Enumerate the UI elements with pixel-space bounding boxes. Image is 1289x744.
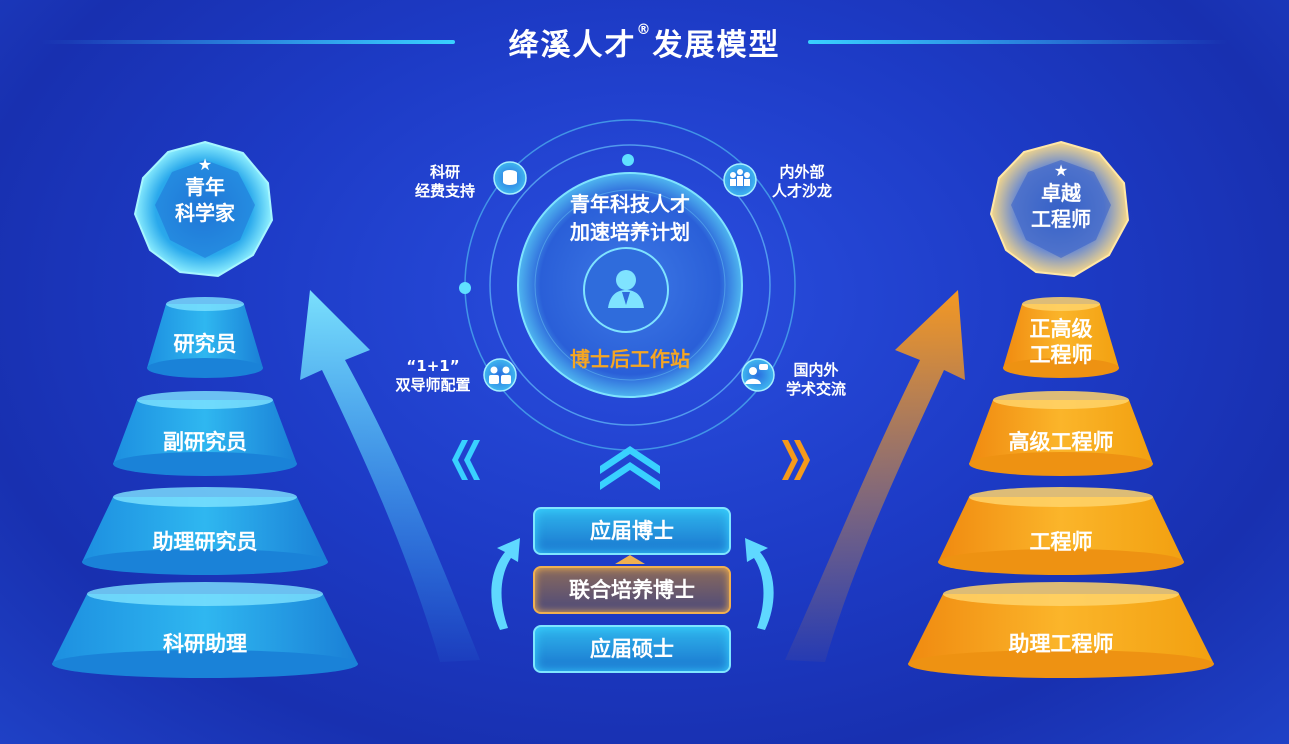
left-tier-3-top xyxy=(113,487,297,507)
left-tier-1-shape xyxy=(147,304,263,368)
coin-icon xyxy=(503,170,517,185)
right-tier-4-label: 助理工程师 xyxy=(1008,632,1114,656)
title-line-left xyxy=(40,40,455,44)
center-title-line2: 加速培养计划 xyxy=(570,220,690,244)
user-chat-icon xyxy=(745,364,768,384)
center-title: 青年科技人才 加速培养计划 xyxy=(520,190,740,246)
person-icon xyxy=(608,270,644,308)
mentor-icon-disc xyxy=(483,358,517,392)
left-tier-3-shape xyxy=(82,497,328,562)
right-gem-line2: 工程师 xyxy=(1031,207,1091,231)
fresh-master-box: 应届硕士 xyxy=(533,625,731,673)
user-pair-icon xyxy=(489,366,511,384)
postdoc-station-label: 博士后工作站 xyxy=(570,347,690,371)
joint-phd-box: 联合培养博士 xyxy=(533,566,731,614)
left-gem-line2: 科学家 xyxy=(175,201,235,225)
left-tier-1-label: 研究员 xyxy=(173,332,237,356)
left-tier-4-label: 科研助理 xyxy=(163,632,247,656)
funding-icon-disc xyxy=(493,161,527,195)
left-gem-label: ★ 青年 科学家 xyxy=(145,156,265,226)
right-growth-arrow xyxy=(785,290,965,662)
salon-icon-disc xyxy=(723,163,757,197)
right-tier-3-shape xyxy=(938,497,1184,562)
right-tier-4-bottom xyxy=(908,650,1214,678)
chevron-left-icon xyxy=(452,440,480,480)
right-tier-2-shape xyxy=(969,400,1153,464)
left-tier-1-top xyxy=(166,297,244,311)
chevron-right-icon xyxy=(782,440,810,480)
right-tier-1-bottom xyxy=(1003,358,1119,378)
orbit-dot-left xyxy=(459,282,471,294)
right-pyramid xyxy=(908,297,1214,678)
left-tier-2-shape xyxy=(113,400,297,464)
left-pyramid xyxy=(52,297,358,678)
right-tier-2-bottom xyxy=(969,452,1153,476)
right-tier-3-top xyxy=(969,487,1153,507)
orbit-dot-top xyxy=(622,154,634,166)
stack-connector xyxy=(615,555,645,564)
right-tier-3-bottom xyxy=(938,549,1184,575)
right-tier-1-line1: 正高级 xyxy=(1029,317,1093,341)
left-tier-2-top xyxy=(137,391,273,409)
right-tier-1-label: 正高级 工程师 xyxy=(996,316,1126,368)
center-orbit xyxy=(459,119,796,451)
chevron-up-icon xyxy=(600,446,660,490)
title-main: 绛溪人才 xyxy=(508,28,637,63)
center-title-line1: 青年科技人才 xyxy=(570,192,690,216)
right-tier-2-label: 高级工程师 xyxy=(1008,430,1114,454)
left-tier-4-shape xyxy=(52,594,358,664)
left-tier-3-label: 助理研究员 xyxy=(152,530,258,554)
registered-mark: ® xyxy=(636,22,653,38)
salon-label: 内外部 人才沙龙 xyxy=(771,163,832,200)
exchange-icon-disc xyxy=(741,358,775,392)
right-tier-1-top xyxy=(1022,297,1100,311)
left-gem-line1: 青年 xyxy=(185,175,225,199)
right-tier-3-label: 工程师 xyxy=(1029,530,1093,554)
left-tier-4-bottom xyxy=(52,650,358,678)
page-title: 绛溪人才®发展模型 xyxy=(0,20,1289,64)
star-icon: ★ xyxy=(1053,161,1069,180)
title-suffix: 发展模型 xyxy=(652,28,781,63)
right-gem-label: ★ 卓越 工程师 xyxy=(1001,162,1121,232)
left-tier-1-bottom xyxy=(147,358,263,378)
exchange-label: 国内外 学术交流 xyxy=(785,361,846,398)
fresh-phd-box: 应届博士 xyxy=(533,507,731,555)
left-tier-4-top xyxy=(87,582,323,606)
mentor-label: “1+1” 双导师配置 xyxy=(395,357,471,394)
title-line-right xyxy=(808,40,1228,44)
funding-label: 科研 经费支持 xyxy=(414,163,475,200)
right-tier-2-top xyxy=(993,391,1129,409)
left-growth-arrow xyxy=(300,290,480,662)
right-small-arrow xyxy=(745,538,774,630)
left-small-arrow xyxy=(491,538,520,630)
right-tier-4-shape xyxy=(908,594,1214,664)
left-tier-2-label: 副研究员 xyxy=(163,430,247,454)
left-gem xyxy=(133,140,274,278)
right-tier-4-top xyxy=(943,582,1179,606)
star-icon: ★ xyxy=(197,155,213,174)
people-group-icon xyxy=(730,169,750,186)
left-tier-2-bottom xyxy=(113,452,297,476)
right-gem-line1: 卓越 xyxy=(1041,181,1081,205)
right-tier-1-shape xyxy=(1003,304,1119,368)
right-gem xyxy=(989,140,1130,278)
right-tier-1-line2: 工程师 xyxy=(1029,343,1093,367)
left-tier-3-bottom xyxy=(82,549,328,575)
